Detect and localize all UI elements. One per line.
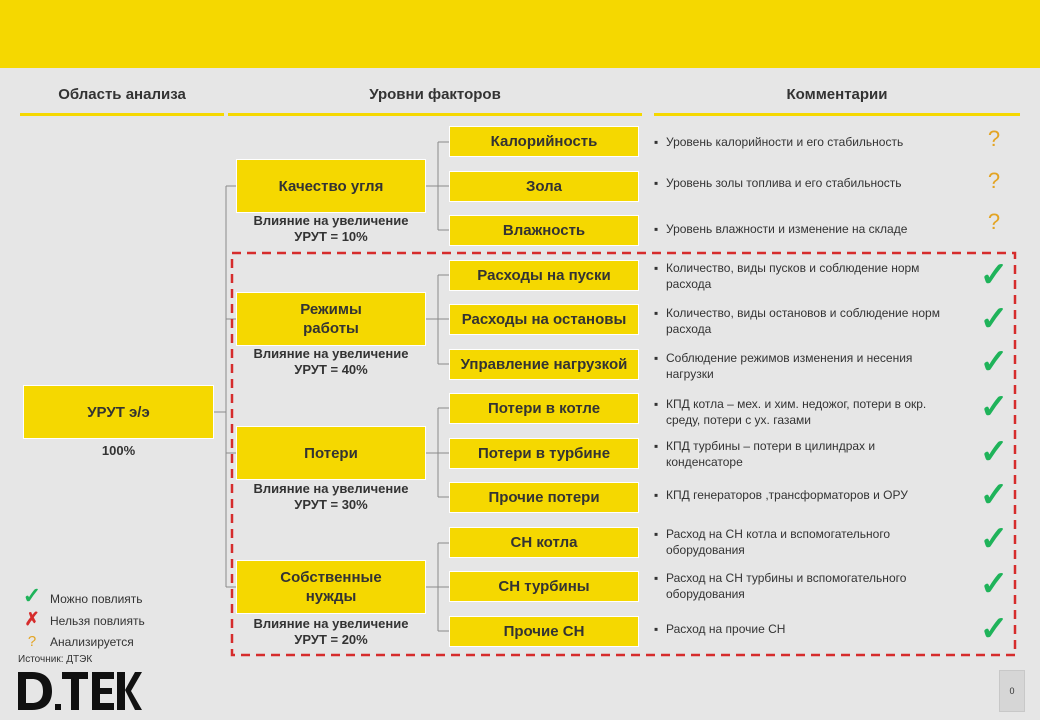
check-icon: ✓ xyxy=(979,565,1009,603)
factor-node: Расходы на пуски xyxy=(449,260,639,291)
header-comments: Комментарии xyxy=(786,86,888,103)
factor-node: Прочие потери xyxy=(449,482,639,513)
group-node: Собственные нужды xyxy=(236,560,426,614)
check-icon: ✓ xyxy=(979,300,1009,338)
legend-item: ✓ Можно повлиять xyxy=(20,583,143,608)
factor-label: Потери в котле xyxy=(487,400,601,417)
factor-node: Потери в котле xyxy=(449,393,639,424)
root-node: УРУТ э/э xyxy=(23,385,214,439)
root-label: УРУТ э/э xyxy=(87,403,150,421)
factor-node: Управление нагрузкой xyxy=(449,349,639,380)
question-icon: ? xyxy=(987,168,1001,193)
legend-text: Нельзя повлиять xyxy=(50,614,145,628)
comment: ▪Количество, виды пусков и соблюдение но… xyxy=(654,260,941,292)
legend-text: Можно повлиять xyxy=(50,592,143,606)
group-impact: Влияние на увеличение УРУТ = 10% xyxy=(253,213,409,244)
group-impact: Влияние на увеличение УРУТ = 30% xyxy=(253,481,409,512)
check-icon: ✓ xyxy=(979,256,1009,294)
comment-text: Количество, виды пусков и соблюдение нор… xyxy=(666,261,920,291)
comment-text: Расход на СН турбины и вспомогательного … xyxy=(666,571,907,601)
comment-text: КПД котла – мех. и хим. недожог, потери … xyxy=(666,397,927,427)
factor-node: Прочие СН xyxy=(449,616,639,647)
factor-label: Расходы на остановы xyxy=(461,311,627,328)
check-icon: ✓ xyxy=(979,388,1009,426)
comment: ▪Уровень калорийности и его стабильность xyxy=(654,134,966,150)
check-icon: ✓ xyxy=(979,343,1009,381)
question-icon: ? xyxy=(987,209,1001,234)
factor-label: Расходы на пуски xyxy=(477,267,611,284)
factor-label: Прочие СН xyxy=(503,623,585,640)
comment-text: КПД генераторов ,трансформаторов и ОРУ xyxy=(666,488,908,502)
comment-text: Уровень влажности и изменение на складе xyxy=(666,222,908,236)
factor-label: Потери в турбине xyxy=(477,445,611,462)
comment: ▪КПД котла – мех. и хим. недожог, потери… xyxy=(654,396,941,428)
group-label: Собственные нужды xyxy=(280,569,382,605)
factor-node: Зола xyxy=(449,171,639,202)
comment-text: Количество, виды остановов и соблюдение … xyxy=(666,306,940,336)
group-label: Потери xyxy=(304,444,358,462)
factor-label: Прочие потери xyxy=(488,489,600,506)
comment: ▪Соблюдение режимов изменения и несения … xyxy=(654,350,941,382)
legend-text: Анализируется xyxy=(50,635,134,649)
header-underline xyxy=(20,113,224,116)
group-label: Качество угля xyxy=(278,177,384,195)
comment: ▪Уровень золы топлива и его стабильность xyxy=(654,175,966,191)
check-icon: ✓ xyxy=(979,610,1009,648)
comment: ▪Расход на прочие СН xyxy=(654,621,966,637)
comment: ▪КПД генераторов ,трансформаторов и ОРУ xyxy=(654,487,966,503)
factor-label: Зола xyxy=(525,178,563,195)
factor-node: СН турбины xyxy=(449,571,639,602)
factor-node: Влажность xyxy=(449,215,639,246)
factor-label: Влажность xyxy=(502,222,586,239)
header-underline xyxy=(228,113,642,116)
factor-label: Управление нагрузкой xyxy=(460,356,628,373)
check-icon: ✓ xyxy=(22,583,42,608)
header-underline xyxy=(654,113,1020,116)
page-number: 0 xyxy=(999,670,1025,712)
comment-text: КПД турбины – потери в цилиндрах и конде… xyxy=(666,439,876,469)
header-factor-levels: Уровни факторов xyxy=(369,86,501,103)
comment: ▪Количество, виды остановов и соблюдение… xyxy=(654,306,940,336)
top-banner xyxy=(0,0,1040,68)
comment: ▪Уровень влажности и изменение на складе xyxy=(654,221,966,237)
factor-node: Потери в турбине xyxy=(449,438,639,469)
question-icon: ? xyxy=(987,126,1001,151)
legend-item: ✗ Нельзя повлиять xyxy=(20,609,145,629)
comment-text: Уровень калорийности и его стабильность xyxy=(666,135,904,149)
root-percent: 100% xyxy=(101,443,136,458)
source-note: Источник: ДТЭК xyxy=(18,654,93,665)
comment: ▪Расход на СН турбины и вспомогательного… xyxy=(654,570,941,602)
check-icon: ✓ xyxy=(979,476,1009,514)
question-icon: ? xyxy=(27,633,37,650)
factor-node: Калорийность xyxy=(449,126,639,157)
check-icon: ✓ xyxy=(979,520,1009,558)
comment: ▪Расход на СН котла и вспомогательного о… xyxy=(654,526,941,558)
factor-label: СН турбины xyxy=(498,578,590,595)
group-impact: Влияние на увеличение УРУТ = 20% xyxy=(253,616,409,647)
factor-node: Расходы на остановы xyxy=(449,304,639,335)
header-analysis-area: Область анализа xyxy=(58,86,186,103)
group-label: Режимы работы xyxy=(300,301,362,337)
comment: ▪КПД турбины – потери в цилиндрах и конд… xyxy=(654,438,941,470)
comment-text: Расход на СН котла и вспомогательного об… xyxy=(666,527,891,557)
legend-item: ? Анализируется xyxy=(20,632,134,652)
comment-text: Уровень золы топлива и его стабильность xyxy=(666,176,902,190)
comment-text: Расход на прочие СН xyxy=(666,622,786,636)
factor-label: Калорийность xyxy=(490,133,598,150)
factor-node: СН котла xyxy=(449,527,639,558)
dtek-logo xyxy=(18,672,142,710)
group-node: Качество угля xyxy=(236,159,426,213)
cross-icon: ✗ xyxy=(24,609,40,629)
factor-label: СН котла xyxy=(510,534,578,551)
group-node: Режимы работы xyxy=(236,292,426,346)
group-node: Потери xyxy=(236,426,426,480)
check-icon: ✓ xyxy=(979,433,1009,471)
group-impact: Влияние на увеличение УРУТ = 40% xyxy=(253,346,409,377)
influence-frame xyxy=(230,251,1017,657)
comment-text: Соблюдение режимов изменения и несения н… xyxy=(666,351,913,381)
